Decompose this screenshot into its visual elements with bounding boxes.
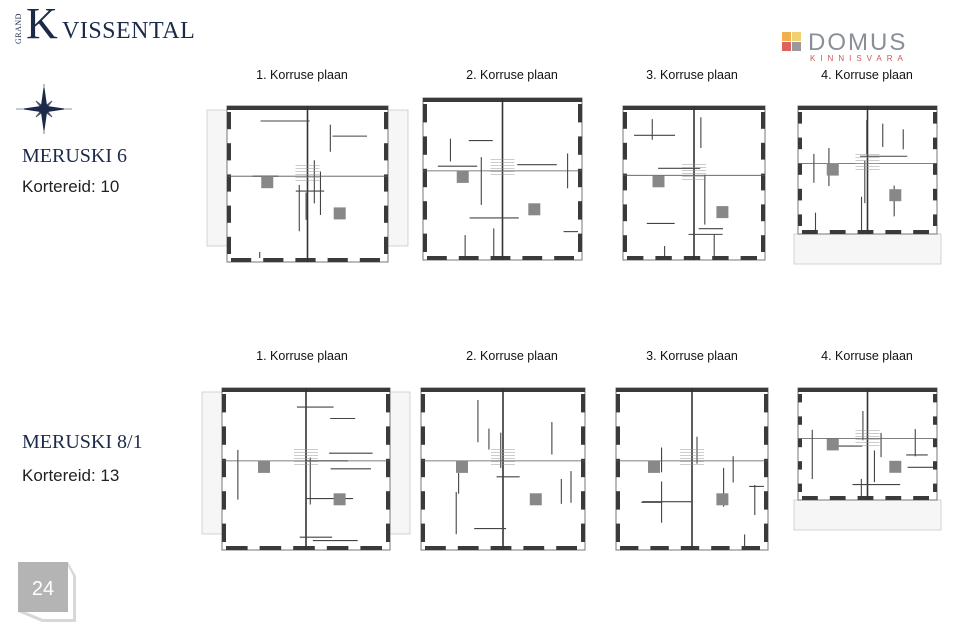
building-name: MERUSKI 6 (22, 145, 128, 167)
page-number: 24 (32, 578, 54, 600)
floor-plan-drawing (793, 387, 942, 531)
terrace (389, 391, 411, 535)
apartment-tag (826, 438, 839, 451)
floor-plan-drawing (201, 387, 411, 551)
floor-label: 1. Korruse plaan (256, 349, 348, 363)
building-name: MERUSKI 8/1 (22, 431, 143, 453)
apartment-count: Kortereid: 10 (22, 177, 120, 196)
floor-label: 3. Korruse plaan (646, 349, 738, 363)
compass-rose-icon (16, 84, 72, 134)
floor-plan-drawing (622, 105, 766, 261)
apartment-tag (456, 460, 468, 473)
apartment-count: Kortereid: 13 (22, 466, 120, 485)
terrace (387, 109, 409, 247)
apartment-tag (716, 493, 729, 506)
agency-subtitle: KINNISVARA (810, 54, 908, 63)
apartment-tag (716, 206, 729, 219)
floor-label: 3. Korruse plaan (646, 68, 738, 82)
floor-plan-drawing (422, 97, 583, 261)
floor-label: 1. Korruse plaan (256, 68, 348, 82)
apartment-tag (826, 163, 839, 176)
floor-label: 4. Korruse plaan (821, 349, 913, 363)
floor-plan-drawing (793, 105, 942, 265)
page-number-badge: 24 (18, 562, 76, 622)
apartment-tag (652, 175, 665, 188)
floor-label: 2. Korruse plaan (466, 349, 558, 363)
balcony (793, 233, 942, 265)
apartment-tag (529, 493, 542, 506)
apartment-tag (889, 460, 902, 473)
terrace (206, 109, 228, 247)
floor-label: 4. Korruse plaan (821, 68, 913, 82)
floor-plan-drawing (420, 387, 586, 551)
logo-small-text: GRAND (14, 13, 23, 44)
floor-label: 2. Korruse plaan (466, 68, 558, 82)
apartment-tag (456, 170, 469, 183)
balcony (793, 499, 942, 531)
apartment-tag (261, 176, 274, 189)
agency-name: DOMUS (808, 29, 908, 56)
floor-plan-drawing (206, 105, 409, 263)
apartment-tag (333, 493, 346, 506)
apartment-tag (889, 189, 902, 202)
apartment-tag (648, 460, 660, 473)
terrace (201, 391, 223, 535)
apartment-tag (333, 207, 346, 220)
apartment-tag (258, 460, 270, 473)
logo-rest: VISSENTAL (62, 18, 196, 44)
apartment-tag (528, 203, 541, 216)
logo-k: K (26, 0, 58, 48)
floor-plan-drawing (615, 387, 769, 551)
